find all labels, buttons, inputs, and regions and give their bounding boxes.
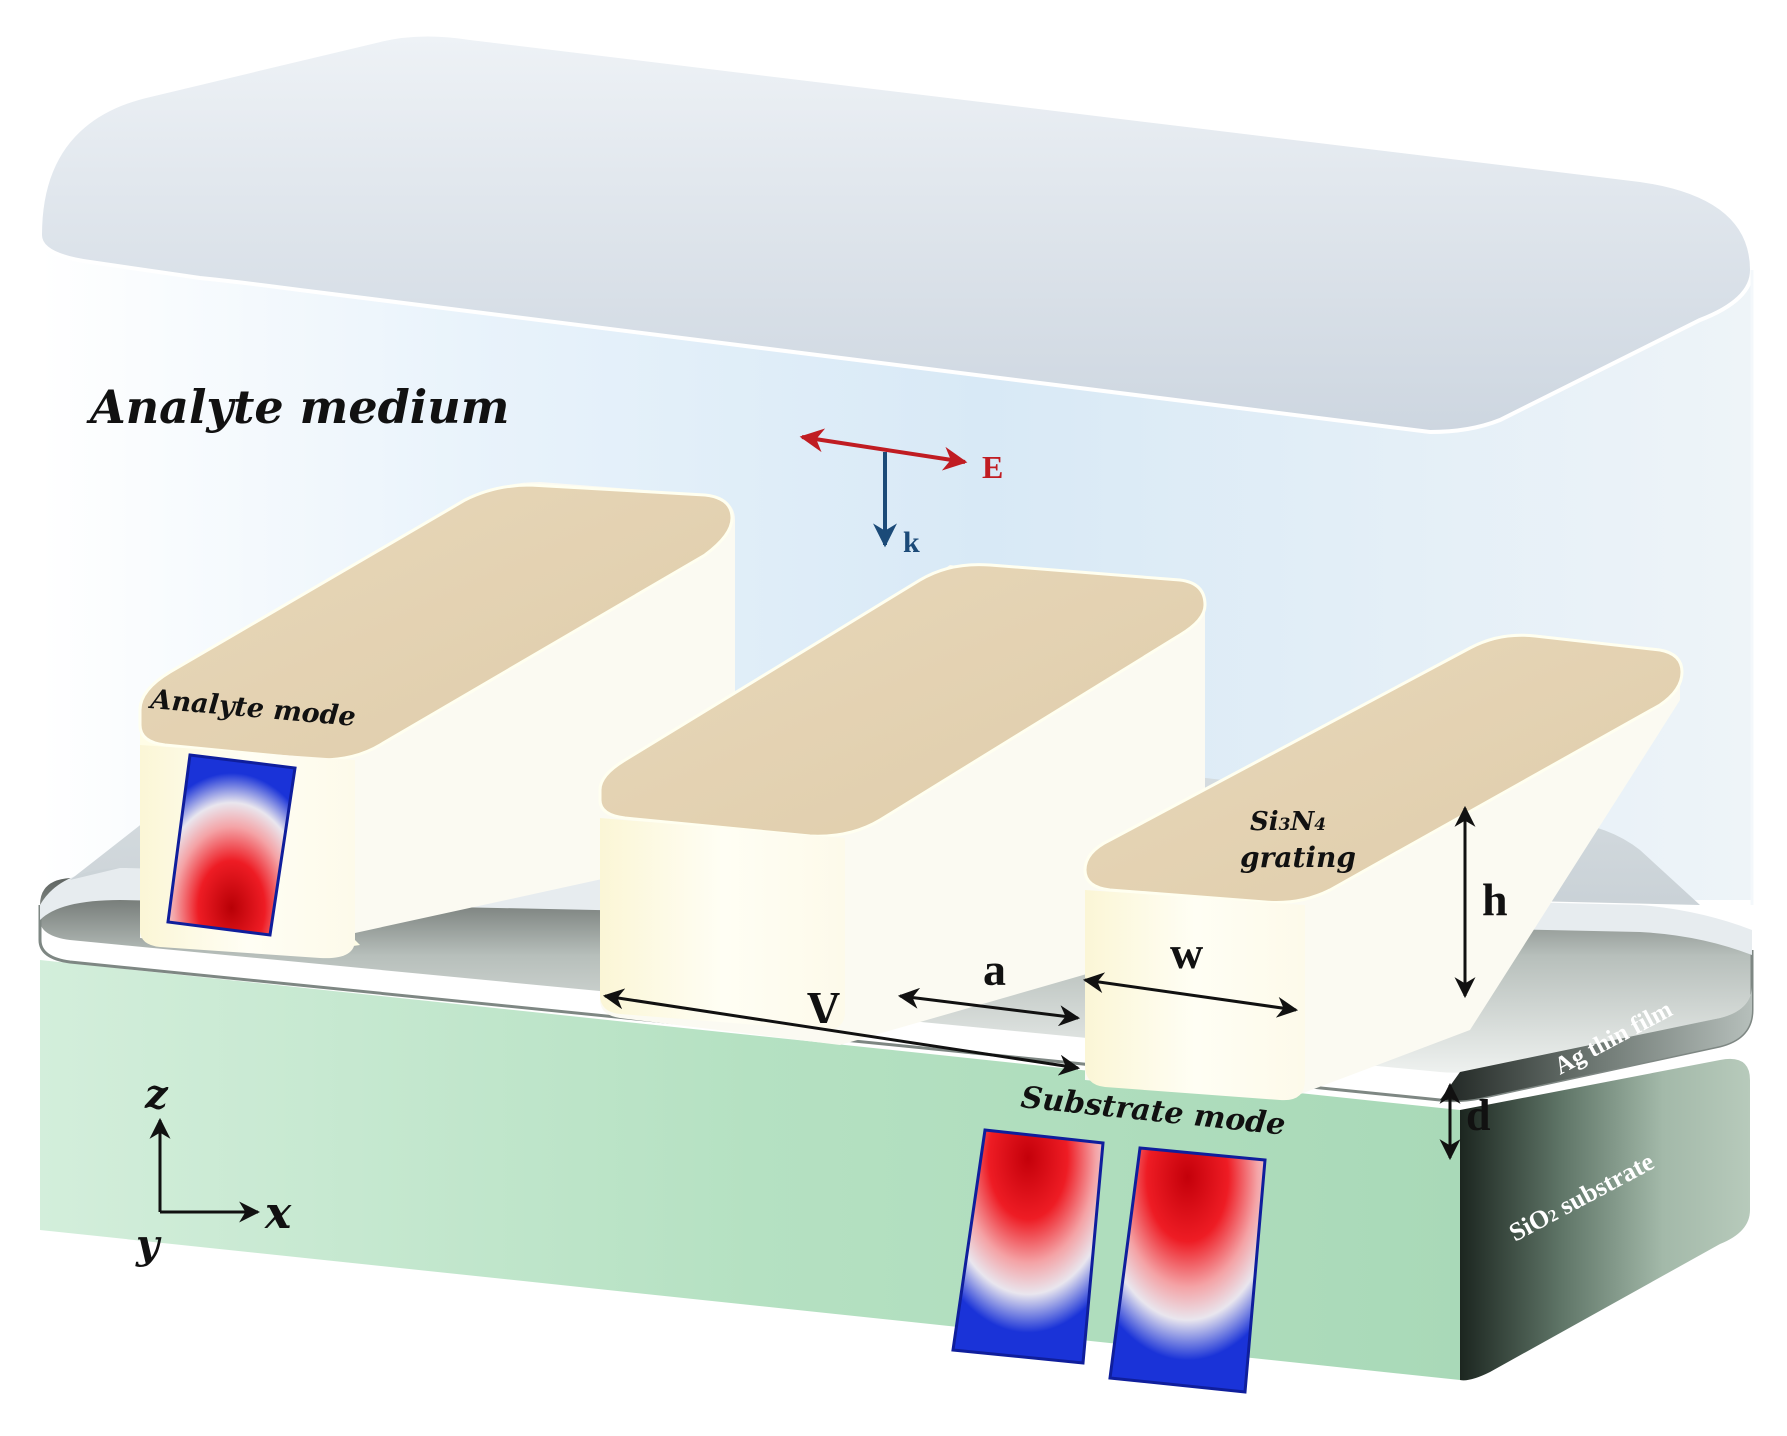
grating-chem-n: N <box>1290 807 1316 837</box>
analyte-medium-label: Analyte medium <box>86 380 509 434</box>
axis-z-label: z <box>144 1071 169 1118</box>
grating-sub-3: 3 <box>1279 815 1291 835</box>
substrate-mode-field-map-right <box>1108 1146 1267 1394</box>
h-label: h <box>1482 874 1508 925</box>
grating-word-label: grating <box>1240 841 1356 874</box>
grating-label: Si3N4 <box>1250 807 1326 837</box>
grating-sub-4: 4 <box>1314 815 1326 835</box>
sio2-substrate <box>40 960 1750 1381</box>
e-label: E <box>982 449 1003 485</box>
analyte-mode-field-map <box>166 753 297 937</box>
dimension-arrow <box>602 805 1476 1161</box>
d-label: d <box>1466 1091 1490 1140</box>
w-label: w <box>1170 927 1203 978</box>
period-dimension-arrow <box>602 988 1081 1076</box>
coordinate-axes <box>149 1117 261 1223</box>
axis-y-label: y <box>135 1221 162 1268</box>
grating-bar-middle <box>598 563 1207 1045</box>
grating-chem-si: Si <box>1250 807 1279 837</box>
e-field-arrow <box>799 428 968 471</box>
w-dimension-arrow <box>1082 972 1299 1018</box>
axis-x-label: x <box>264 1188 292 1239</box>
a-label: a <box>983 944 1006 995</box>
k-label: k <box>903 526 920 559</box>
period-label: Λ <box>807 983 840 1034</box>
substrate-mode-field-map-left <box>951 1128 1105 1365</box>
